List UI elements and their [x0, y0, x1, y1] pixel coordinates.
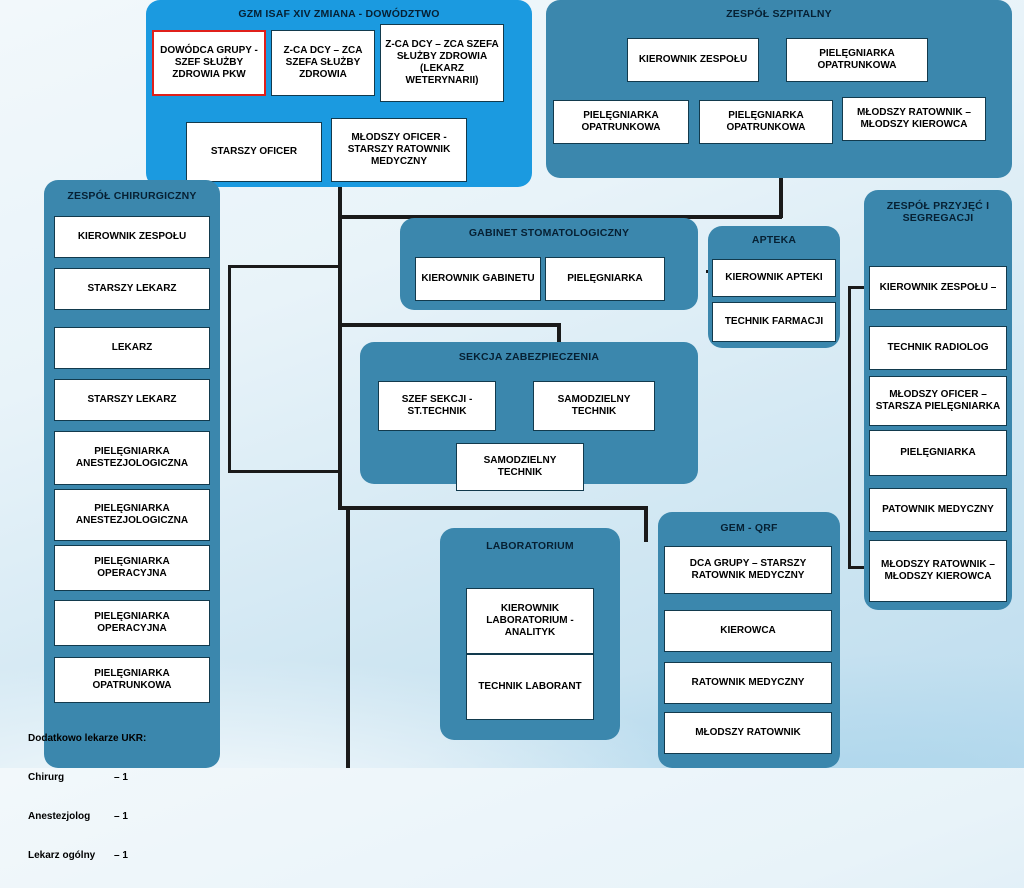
- connector-laboratorium-drop: [644, 506, 648, 542]
- connector-sekcja-drop: [557, 323, 561, 351]
- node-chirurgiczny-pielegniarka-opatr[interactable]: PIELĘGNIARKA OPATRUNKOWA: [54, 657, 210, 703]
- connector-dowodztwo-vertical: [338, 186, 342, 509]
- connector-chirurgiczny-bottom: [228, 470, 342, 473]
- footnote-label-anestezjolog: Anestezjolog: [28, 811, 91, 822]
- group-zespol-szpitalny[interactable]: ZESPÓŁ SZPITALNY: [546, 0, 1012, 178]
- org-chart-canvas: GZM ISAF XIV ZMIANA - DOWÓDZTWO DOWÓDCA …: [28, 0, 1012, 861]
- footnote-value-chirurg: – 1: [114, 772, 128, 783]
- group-apteka-title: APTEKA: [751, 234, 797, 246]
- node-chirurgiczny-pielegniarka-oper-2[interactable]: PIELĘGNIARKA OPERACYJNA: [54, 600, 210, 646]
- node-gem-mlodszy-ratownik[interactable]: MŁODSZY RATOWNIK: [664, 712, 832, 754]
- node-szpitalny-pielegniarka-3[interactable]: PIELĘGNIARKA OPATRUNKOWA: [699, 100, 833, 144]
- node-przyjec-mlodszy-ratownik[interactable]: MŁODSZY RATOWNIK – MŁODSZY KIEROWCA: [869, 540, 1007, 602]
- group-sekcja-zabezpieczenia-title: SEKCJA ZABEZPIECZENIA: [458, 351, 600, 363]
- connector-przyjec-in: [848, 286, 866, 289]
- node-przyjec-mlodszy-oficer[interactable]: MŁODSZY OFICER – STARSZA PIELĘGNIARKA: [869, 376, 1007, 426]
- node-chirurgiczny-starszy-lekarz-2[interactable]: STARSZY LEKARZ: [54, 379, 210, 421]
- node-chirurgiczny-kierownik[interactable]: KIEROWNIK ZESPOŁU: [54, 216, 210, 258]
- footnote-label-chirurg: Chirurg: [28, 772, 65, 783]
- connector-laboratorium-stem: [346, 506, 350, 768]
- node-zca-dcy-weterynarii[interactable]: Z-CA DCY – ZCA SZEFA SŁUŻBY ZDROWIA (LEK…: [380, 24, 504, 102]
- footnote-label-lekarz-ogolny: Lekarz ogólny: [28, 850, 96, 861]
- node-apteka-kierownik[interactable]: KIEROWNIK APTEKI: [712, 259, 836, 297]
- footnote-row-lekarz-ogolny: Lekarz ogólny – 1: [28, 849, 146, 862]
- node-chirurgiczny-pielegniarka-anest-2[interactable]: PIELĘGNIARKA ANESTEZJOLOGICZNA: [54, 489, 210, 541]
- group-laboratorium-title: LABORATORIUM: [486, 540, 574, 552]
- footnote-title: Dodatkowo lekarze UKR:: [28, 733, 147, 744]
- node-gem-kierowca[interactable]: KIEROWCA: [664, 610, 832, 652]
- footnote-value-anestezjolog: – 1: [114, 811, 128, 822]
- node-chirurgiczny-pielegniarka-oper-1[interactable]: PIELĘGNIARKA OPERACYJNA: [54, 545, 210, 591]
- node-szpitalny-pielegniarka-1[interactable]: PIELĘGNIARKA OPATRUNKOWA: [786, 38, 928, 82]
- node-gem-dca-grupy[interactable]: DCA GRUPY – STARSZY RATOWNIK MEDYCZNY: [664, 546, 832, 594]
- node-stomatologia-pielegniarka[interactable]: PIELĘGNIARKA: [545, 257, 665, 301]
- node-starszy-oficer[interactable]: STARSZY OFICER: [186, 122, 322, 182]
- node-chirurgiczny-lekarz[interactable]: LEKARZ: [54, 327, 210, 369]
- node-chirurgiczny-starszy-lekarz-1[interactable]: STARSZY LEKARZ: [54, 268, 210, 310]
- group-zespol-chirurgiczny-title: ZESPÓŁ CHIRURGICZNY: [67, 190, 197, 202]
- footnote-row-anestezjolog: Anestezjolog – 1: [28, 810, 146, 823]
- node-laboratorium-kierownik[interactable]: KIEROWNIK LABORATORIUM - ANALITYK: [466, 588, 594, 654]
- node-laboratorium-technik[interactable]: TECHNIK LABORANT: [466, 654, 594, 720]
- footnote-block: Dodatkowo lekarze UKR: Chirurg – 1 Aneste…: [28, 706, 146, 888]
- group-gem-qrf-title: GEM - QRF: [720, 522, 778, 534]
- group-gabinet-stomatologiczny-title: GABINET STOMATOLOGICZNY: [468, 227, 630, 239]
- connector-to-chirurgiczny: [228, 265, 342, 268]
- node-mlodszy-oficer-ratownik[interactable]: MŁODSZY OFICER - STARSZY RATOWNIK MEDYCZ…: [331, 118, 467, 182]
- node-stomatologia-kierownik[interactable]: KIEROWNIK GABINETU: [415, 257, 541, 301]
- connector-chirurgiczny-vertical: [228, 265, 231, 473]
- connector-przyjec-down: [848, 286, 851, 568]
- group-zespol-przyjec-title: ZESPÓŁ PRZYJĘĆ I SEGREGACJI: [886, 200, 990, 224]
- node-apteka-technik-farmacji[interactable]: TECHNIK FARMACJI: [712, 302, 836, 342]
- node-przyjec-patownik-medyczny[interactable]: PATOWNIK MEDYCZNY: [869, 488, 1007, 532]
- node-sekcja-samodzielny-technik-2[interactable]: SAMODZIELNY TECHNIK: [456, 443, 584, 491]
- footnote-row-chirurg: Chirurg – 1: [28, 771, 146, 784]
- connector-top-bar: [338, 215, 782, 219]
- node-zca-dcy-szefa[interactable]: Z-CA DCY – ZCA SZEFA SŁUŻBY ZDROWIA: [271, 30, 375, 96]
- node-przyjec-kierownik[interactable]: KIEROWNIK ZESPOŁU –: [869, 266, 1007, 310]
- node-przyjec-technik-radiolog[interactable]: TECHNIK RADIOLOG: [869, 326, 1007, 370]
- group-zespol-szpitalny-title: ZESPÓŁ SZPITALNY: [726, 8, 832, 20]
- node-chirurgiczny-pielegniarka-anest-1[interactable]: PIELĘGNIARKA ANESTEZJOLOGICZNA: [54, 431, 210, 485]
- connector-to-sekcja: [338, 323, 560, 327]
- group-dowodztwo-title: GZM ISAF XIV ZMIANA - DOWÓDZTWO: [238, 8, 440, 20]
- connector-przyjec-bottom: [848, 566, 866, 569]
- node-szpitalny-pielegniarka-2[interactable]: PIELĘGNIARKA OPATRUNKOWA: [553, 100, 689, 144]
- node-gem-ratownik-medyczny[interactable]: RATOWNIK MEDYCZNY: [664, 662, 832, 704]
- node-szpitalny-kierownik[interactable]: KIEROWNIK ZESPOŁU: [627, 38, 759, 82]
- footnote-value-lekarz-ogolny: – 1: [114, 850, 128, 861]
- connector-to-laboratorium: [338, 506, 648, 510]
- node-dowodca-grupy[interactable]: DOWÓDCA GRUPY - SZEF SŁUŻBY ZDROWIA PKW: [152, 30, 266, 96]
- node-sekcja-szef[interactable]: SZEF SEKCJI - ST.TECHNIK: [378, 381, 496, 431]
- node-sekcja-samodzielny-technik-1[interactable]: SAMODZIELNY TECHNIK: [533, 381, 655, 431]
- connector-szpitalny-drop: [779, 178, 783, 218]
- node-szpitalny-mlodszy-ratownik[interactable]: MŁODSZY RATOWNIK – MŁODSZY KIEROWCA: [842, 97, 986, 141]
- node-przyjec-pielegniarka[interactable]: PIELĘGNIARKA: [869, 430, 1007, 476]
